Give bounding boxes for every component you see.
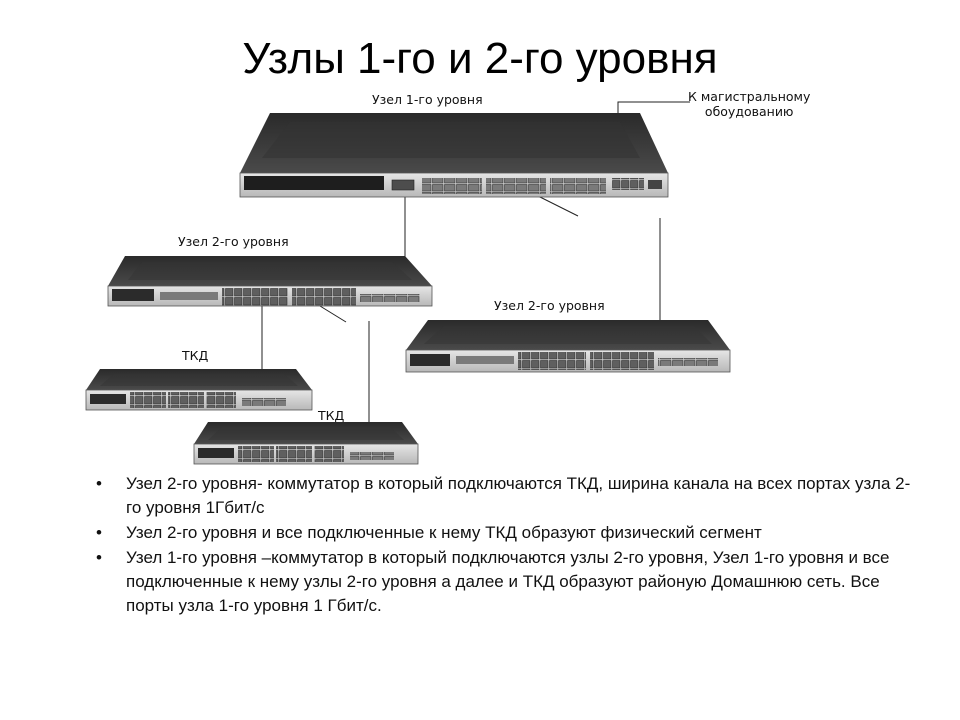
tkd-switch-top	[85, 369, 313, 411]
level1-node-label: Узел 1-го уровня	[372, 92, 483, 107]
backbone-label-line1: К магистральному	[688, 89, 811, 104]
bullet-text: Узел 1-го уровня –коммутатор в который п…	[126, 548, 890, 615]
level2-left-pointer-line	[319, 305, 347, 323]
level2-right-node-label: Узел 2-го уровня	[494, 298, 605, 313]
tkd-switch-bottom	[193, 422, 419, 465]
bullet-item: • Узел 1-го уровня –коммутатор в который…	[96, 546, 916, 618]
level1-pointer-line	[537, 195, 579, 217]
bullet-text: Узел 2-го уровня- коммутатор в который п…	[126, 474, 911, 517]
bullet-text: Узел 2-го уровня и все подключенные к не…	[126, 523, 762, 542]
backbone-label-line2: обоудованию	[704, 104, 794, 119]
level2-switch-left	[107, 256, 433, 307]
tkd-bottom-label: ТКД	[318, 408, 345, 423]
tkd-top-label: ТКД	[182, 348, 209, 363]
bullet-dot: •	[96, 474, 102, 493]
bullet-dot: •	[96, 548, 102, 567]
level2-switch-right	[405, 320, 731, 373]
bullet-item: • Узел 2-го уровня- коммутатор в который…	[96, 472, 916, 520]
level1-switch	[239, 113, 669, 198]
page-title: Узлы 1-го и 2-го уровня	[242, 34, 718, 83]
bullet-item: • Узел 2-го уровня и все подключенные к …	[96, 521, 916, 545]
level2-left-node-label: Узел 2-го уровня	[178, 234, 289, 249]
bullet-list: • Узел 2-го уровня- коммутатор в который…	[96, 472, 916, 619]
bullet-dot: •	[96, 523, 102, 542]
backbone-label: К магистральному обоудованию	[688, 89, 810, 119]
